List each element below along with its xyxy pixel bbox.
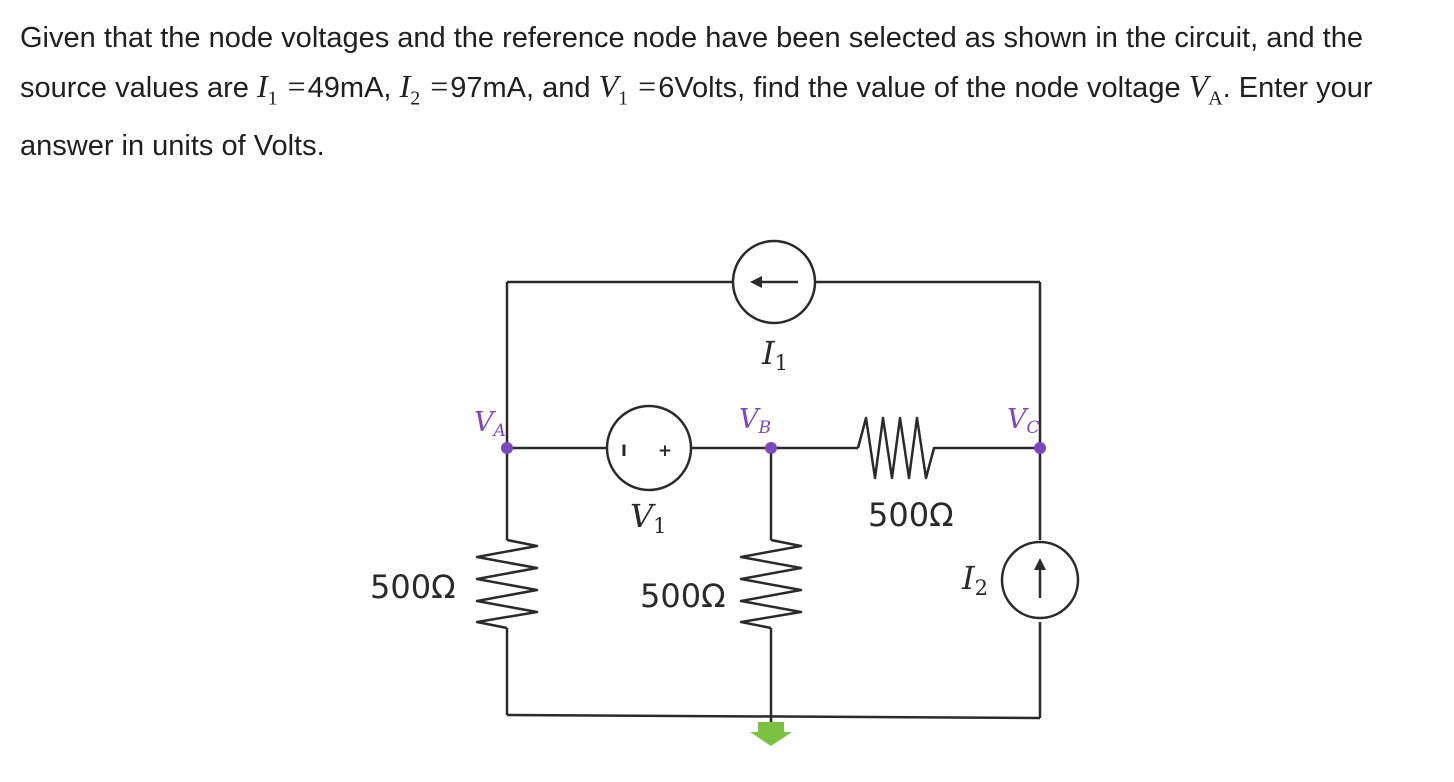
i2-symbol: I2	[399, 68, 421, 109]
v1-plus-label: +	[658, 441, 672, 461]
node-c-sym: V	[1007, 404, 1029, 435]
i2-label-sym: I	[961, 559, 976, 597]
va-sym: V	[1188, 68, 1209, 104]
v1-symbol: V1	[598, 68, 629, 109]
resistor-left-label: 500Ω	[370, 568, 456, 606]
v1-sym: V	[598, 68, 619, 104]
i2-sym: I	[399, 68, 411, 104]
node-a-label: VA	[474, 407, 506, 441]
resistor-middle-label: 500Ω	[640, 577, 726, 615]
resistor-right-zigzag	[856, 416, 958, 480]
i2-value: 97mA, and	[450, 72, 591, 104]
v1-label-sym: V	[630, 497, 656, 535]
node-a-dot	[501, 442, 513, 454]
node-c-sub: C	[1027, 418, 1040, 438]
va-symbol: VA	[1188, 68, 1223, 109]
bottom-wire	[506, 713, 1041, 720]
current-source-i1	[731, 239, 817, 325]
up-arrow-icon	[1034, 558, 1046, 570]
node-c-label: VC	[1007, 404, 1040, 438]
voltage-source-v1: I +	[605, 404, 693, 492]
i2-label-sub: 2	[975, 576, 988, 600]
node-b-label: VB	[739, 404, 771, 438]
i1-sub: 1	[267, 87, 278, 110]
left-arrow-icon	[750, 276, 762, 288]
i1-symbol: I1	[256, 68, 278, 109]
node-a-sym: V	[474, 407, 496, 438]
i1-label: I1	[761, 334, 788, 375]
node-c-dot	[1034, 442, 1046, 454]
va-sub: A	[1208, 87, 1223, 110]
i1-sym: I	[256, 68, 268, 104]
i1-label-sub: 1	[775, 351, 788, 375]
i1-label-sym: I	[761, 334, 776, 372]
ground-icon	[750, 722, 792, 746]
resistor-left-zigzag	[475, 538, 539, 630]
question-part1: Given that the node voltages and the ref…	[20, 22, 1363, 104]
i2-label: I2	[961, 559, 988, 600]
equals-sign-1: =	[287, 68, 306, 104]
v1-sub: 1	[618, 87, 629, 110]
node-b-sym: V	[739, 404, 761, 435]
node-b-sub: B	[758, 418, 772, 438]
node-a-sub: A	[492, 421, 506, 441]
v1-minus-label: I	[621, 441, 627, 460]
v1-circle	[605, 404, 693, 492]
resistor-middle-zigzag	[739, 538, 803, 630]
question-part2: . Enter your answer in units of Volts.	[20, 72, 1373, 163]
equals-sign-3: =	[638, 68, 657, 104]
resistor-right-label: 500Ω	[868, 496, 954, 534]
v1-label-sub: 1	[653, 514, 666, 538]
node-b-dot	[765, 442, 777, 454]
i1-value: 49mA,	[307, 72, 392, 104]
v1-value: 6Volts, find the value of the node volta…	[658, 72, 1181, 104]
i2-sub: 2	[410, 87, 421, 110]
current-source-i2	[1000, 540, 1080, 620]
equals-sign-2: =	[430, 68, 449, 104]
v1-label: V1	[630, 497, 666, 538]
question-text: Given that the node voltages and the ref…	[20, 14, 1440, 170]
